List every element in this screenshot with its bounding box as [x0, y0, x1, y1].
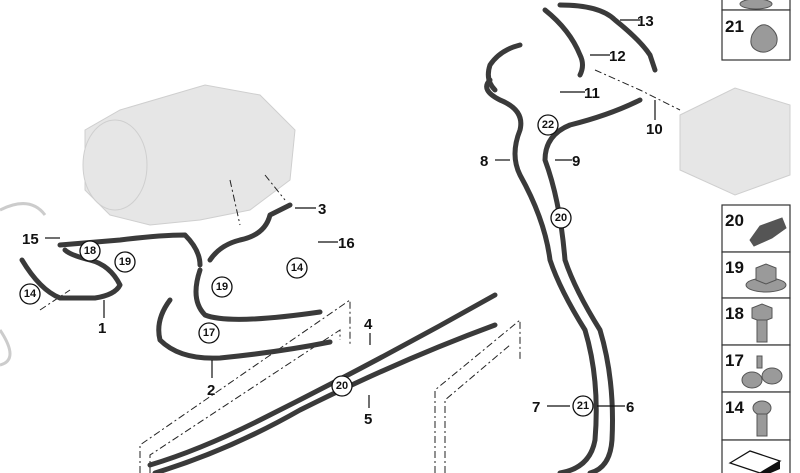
callout-15: 15 — [22, 231, 39, 248]
legend-number: 17 — [725, 351, 744, 370]
circled-callout-20: 20 — [336, 380, 348, 392]
callout-3: 3 — [318, 201, 326, 218]
legend-number: 21 — [725, 17, 744, 36]
torx-bolt-icon — [752, 400, 772, 437]
parts-legend: 21 20 19 18 17 — [721, 0, 791, 473]
hose-17 — [193, 267, 323, 322]
hose-3 — [207, 202, 293, 263]
callout-6: 6 — [626, 399, 634, 416]
callout-11: 11 — [584, 85, 600, 102]
circled-callout-20: 20 — [555, 212, 567, 224]
hex-bolt-icon — [751, 303, 773, 343]
triple-hose-clip-icon — [749, 217, 787, 247]
hose-9 — [542, 97, 643, 473]
circled-callout-21: 21 — [577, 400, 589, 412]
battery-unit-ghost — [679, 87, 791, 196]
circled-callout-14: 14 — [24, 288, 37, 300]
legend-item-19[interactable]: 19 — [721, 251, 791, 299]
hose-15-19 — [57, 232, 203, 268]
callout-7: 7 — [532, 399, 540, 416]
circled-callout-19: 19 — [119, 256, 131, 268]
hose-13 — [557, 2, 658, 73]
hose-bracket-clip-icon — [741, 355, 783, 389]
hose-2 — [156, 297, 333, 361]
callout-16: 16 — [338, 235, 355, 252]
transmission-ghost — [82, 84, 296, 226]
callout-12: 12 — [609, 48, 626, 65]
legend-item-17[interactable]: 17 — [721, 344, 791, 393]
callout-numbers: 1 2 3 4 5 6 7 8 9 10 11 12 13 15 16 — [22, 13, 663, 428]
legend-item-nav[interactable] — [721, 439, 791, 473]
hose-8 — [484, 77, 599, 473]
collar-nut-icon — [745, 263, 787, 293]
circled-callout-14: 14 — [291, 262, 304, 274]
alignment-lines — [39, 69, 681, 473]
hose-lines — [19, 2, 658, 473]
circled-callout-22: 22 — [542, 119, 554, 131]
callout-9: 9 — [572, 153, 580, 170]
callout-10: 10 — [646, 121, 663, 138]
hose-4 — [147, 292, 498, 468]
callout-5: 5 — [364, 411, 372, 428]
legend-number: 14 — [725, 398, 744, 417]
callout-8: 8 — [480, 153, 488, 170]
hose-5 — [152, 322, 498, 473]
callout-1: 1 — [98, 320, 106, 337]
legend-number: 18 — [725, 304, 744, 323]
legend-number: 19 — [725, 258, 744, 277]
legend-item-20[interactable]: 20 — [721, 204, 791, 253]
legend-item-14[interactable]: 14 — [721, 391, 791, 441]
callout-2: 2 — [207, 382, 215, 399]
legend-item-21[interactable]: 21 — [721, 9, 791, 61]
circled-callouts: 14 14 17 18 19 19 20 20 21 22 — [19, 114, 594, 417]
callout-13: 13 — [637, 13, 654, 30]
double-hose-clip-icon — [750, 24, 778, 53]
callout-4: 4 — [364, 316, 373, 333]
circled-callout-19: 19 — [216, 281, 228, 293]
left-edge-ghost — [0, 202, 47, 367]
hose-12 — [485, 7, 585, 93]
leader-lines — [45, 19, 656, 408]
circled-callout-17: 17 — [203, 327, 215, 339]
circled-callout-18: 18 — [84, 245, 96, 257]
legend-number: 20 — [725, 211, 744, 230]
hose-1 — [19, 247, 123, 301]
legend-item-18[interactable]: 18 — [721, 297, 791, 346]
